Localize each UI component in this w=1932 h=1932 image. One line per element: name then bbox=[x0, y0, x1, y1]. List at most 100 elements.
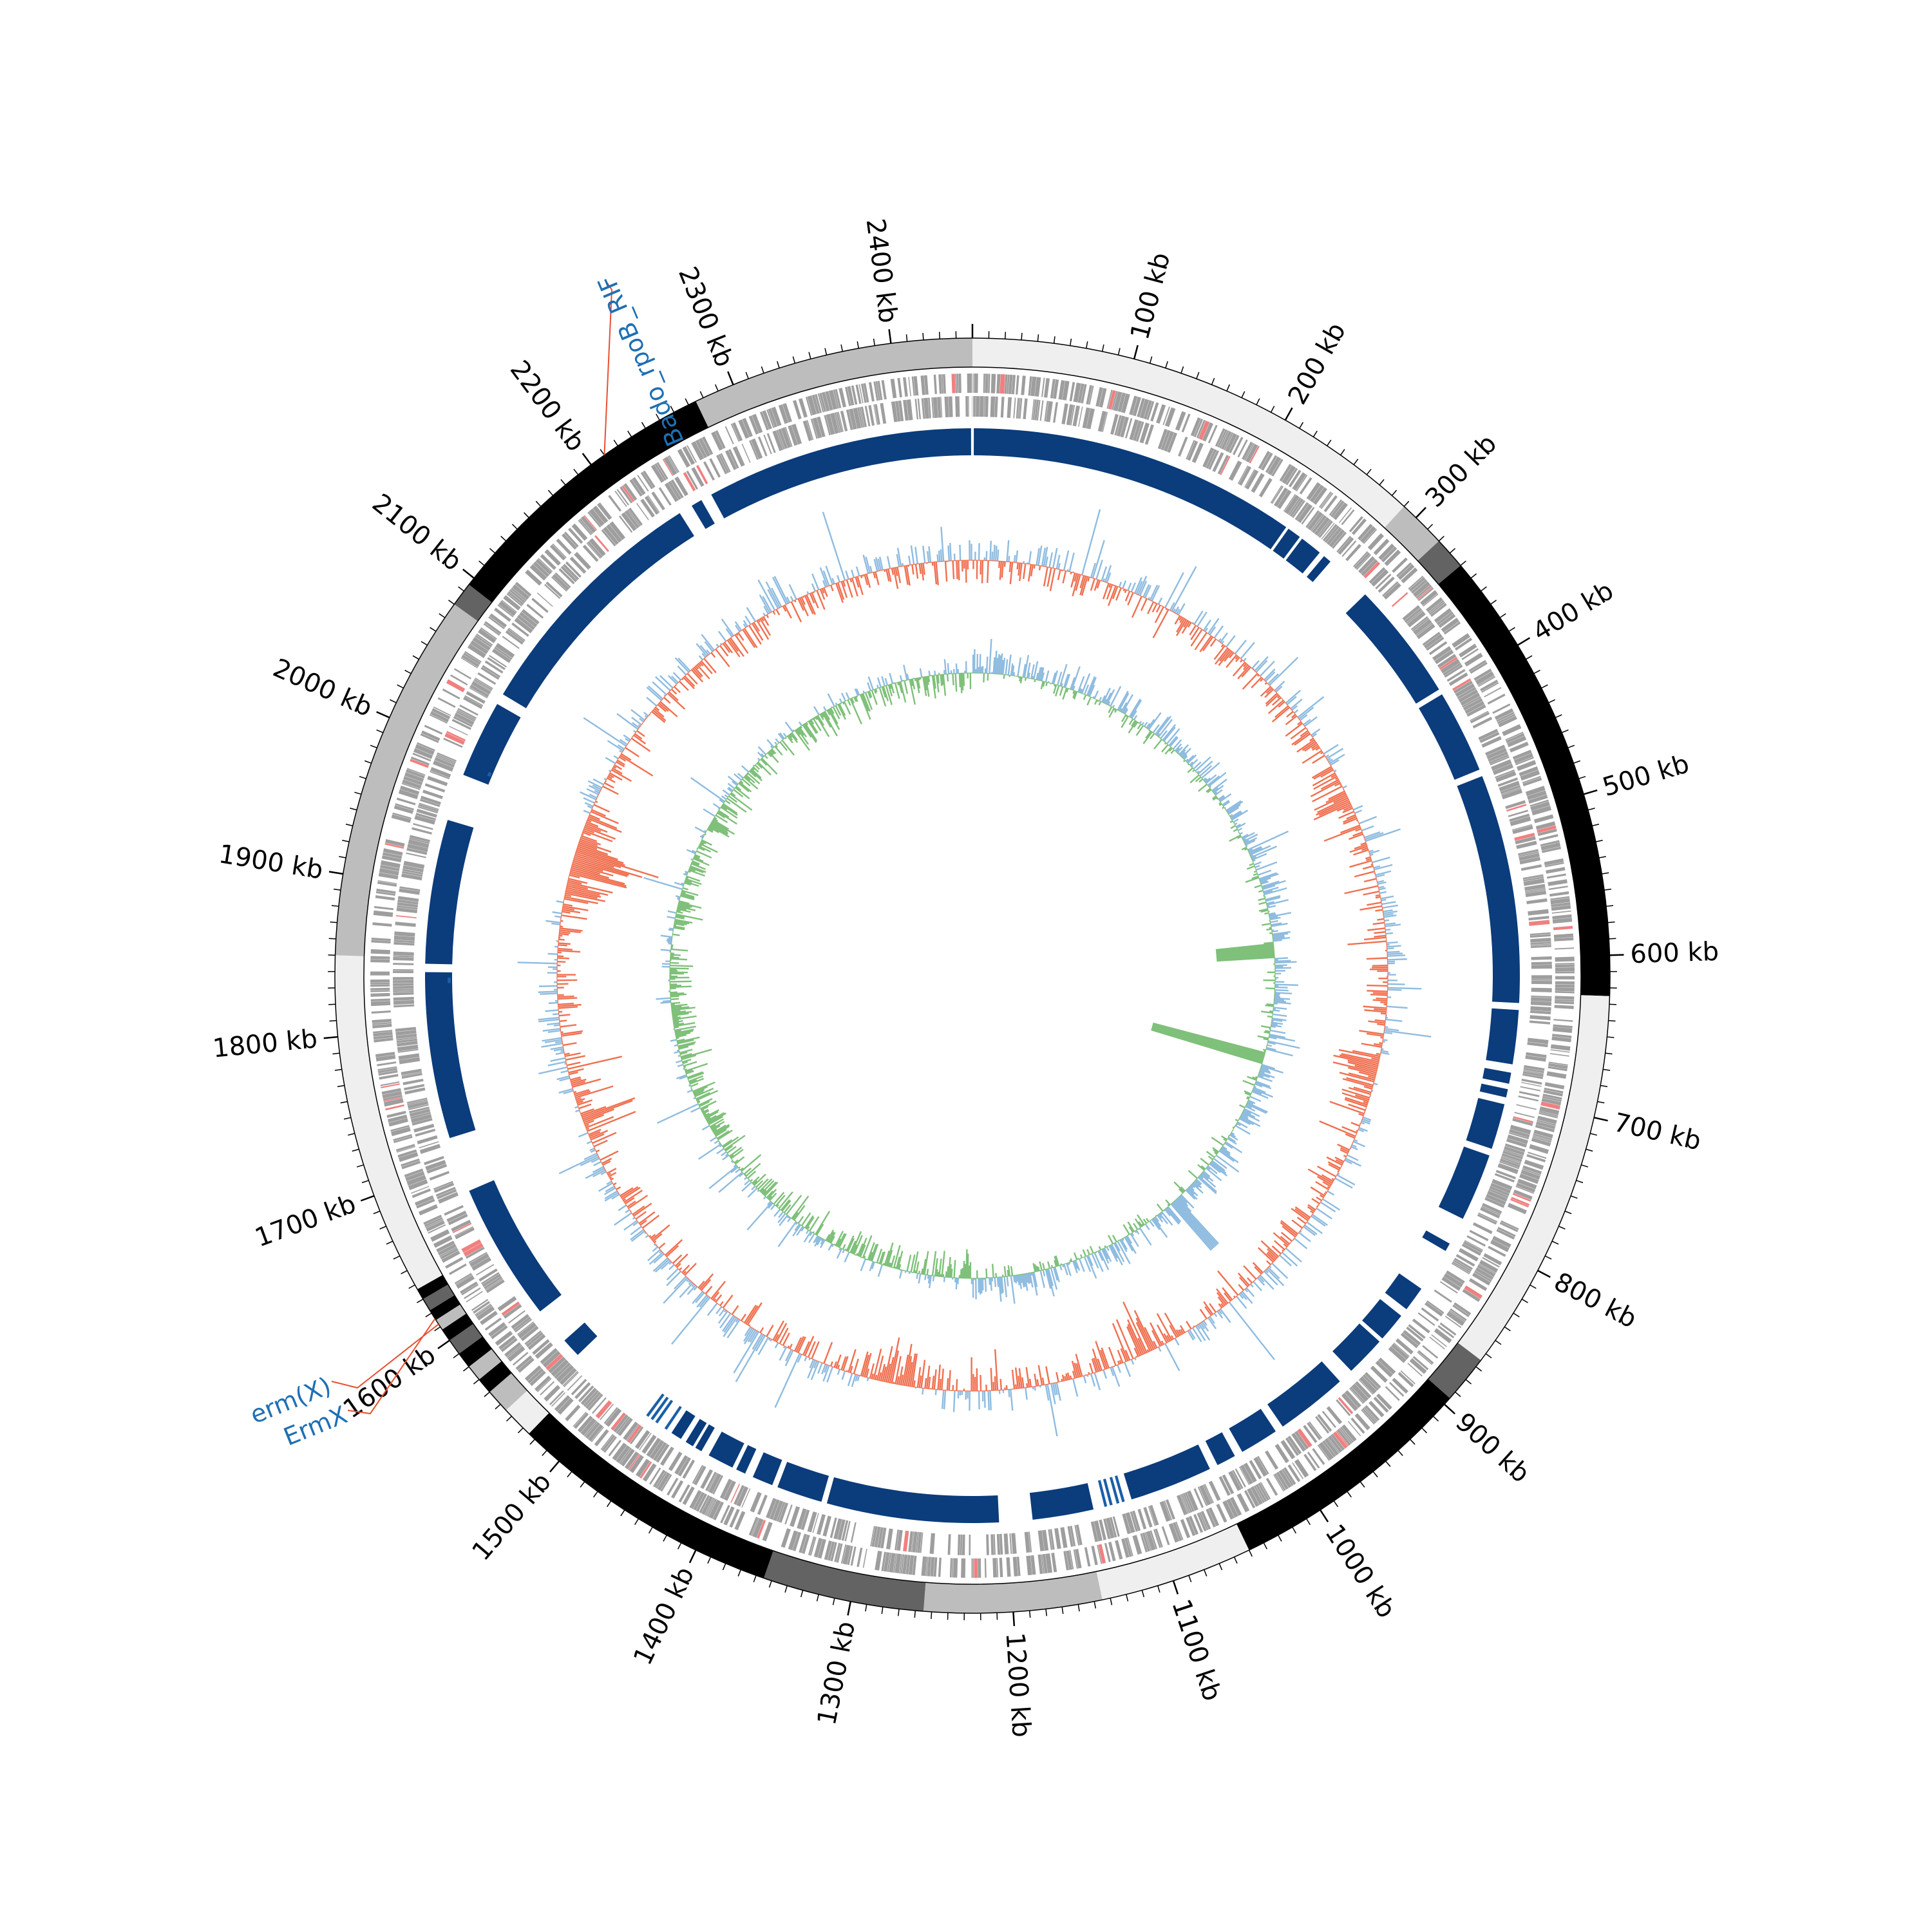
gene-feature bbox=[682, 1459, 696, 1479]
gc-skew-bar bbox=[953, 1260, 956, 1278]
gc-content-bar bbox=[1036, 547, 1040, 565]
gc-content-bar bbox=[905, 1356, 913, 1387]
gc-content-bar bbox=[1164, 1312, 1179, 1337]
gene-feature bbox=[1497, 777, 1519, 787]
gc-content-bar bbox=[1346, 1077, 1374, 1086]
gene-feature bbox=[1546, 873, 1566, 879]
gene-feature bbox=[708, 1499, 721, 1519]
gc-content-bar bbox=[1259, 1274, 1274, 1290]
gene-feature bbox=[1329, 499, 1343, 516]
minor-tick bbox=[1086, 341, 1088, 349]
gc-content-bar bbox=[613, 755, 619, 760]
gene-feature bbox=[1412, 581, 1431, 598]
gene-feature bbox=[895, 1530, 900, 1551]
gc-content-bar bbox=[558, 1014, 571, 1017]
gene-feature bbox=[433, 1235, 453, 1248]
gc-skew-bar bbox=[686, 875, 701, 882]
gc-content-bar bbox=[1312, 755, 1325, 764]
gene-feature bbox=[1523, 1068, 1544, 1074]
gene-feature bbox=[734, 1511, 746, 1531]
gc-skew-bar bbox=[703, 1110, 710, 1115]
gc-content-bar bbox=[1054, 1382, 1058, 1396]
gc-skew-bar bbox=[1239, 1116, 1255, 1126]
gc-content-bar bbox=[1347, 1066, 1376, 1075]
minor-tick bbox=[421, 641, 428, 646]
gene-feature bbox=[837, 1519, 846, 1540]
gc-skew-bar bbox=[1273, 1009, 1280, 1012]
gene-feature bbox=[1375, 1360, 1393, 1378]
gene-feature bbox=[1034, 399, 1039, 421]
gc-content-bar bbox=[1358, 1071, 1376, 1077]
gc-content-bar bbox=[1037, 545, 1043, 566]
gene-feature bbox=[1358, 556, 1376, 574]
minor-tick bbox=[613, 439, 618, 446]
gc-skew-bar bbox=[1273, 1013, 1287, 1017]
gene-feature bbox=[379, 1074, 399, 1080]
gene-feature bbox=[614, 490, 627, 507]
gene-feature bbox=[393, 989, 414, 991]
gc-content-bar bbox=[1360, 842, 1367, 846]
gc-content-bar bbox=[714, 1298, 717, 1302]
gc-content-bar bbox=[938, 550, 941, 562]
gene-feature bbox=[1502, 724, 1522, 737]
gc-content-bar bbox=[875, 557, 880, 571]
gc-content-bar bbox=[580, 1156, 600, 1166]
gene-feature bbox=[469, 687, 488, 699]
gene-feature bbox=[381, 1083, 400, 1088]
gc-skew-bar bbox=[949, 1264, 952, 1278]
gene-feature bbox=[371, 1010, 391, 1014]
minor-tick bbox=[1609, 938, 1616, 940]
gc-content-bar bbox=[650, 1233, 656, 1239]
gc-skew-bar bbox=[1159, 1213, 1168, 1225]
gene-feature bbox=[1318, 1442, 1334, 1461]
gc-skew-bar bbox=[1244, 839, 1249, 844]
gc-content-bar bbox=[1309, 737, 1314, 742]
gene-feature bbox=[1531, 1137, 1551, 1147]
gc-skew-bar bbox=[941, 1251, 945, 1277]
gc-content-bar bbox=[1199, 635, 1212, 652]
gc-content-bar bbox=[808, 1341, 816, 1358]
gc-skew-bar bbox=[1192, 1182, 1204, 1194]
major-tick bbox=[437, 1340, 450, 1350]
gc-skew-bar bbox=[1039, 1261, 1043, 1271]
gc-skew-bar bbox=[1177, 1197, 1192, 1213]
gene-feature bbox=[408, 1179, 428, 1190]
gc-content-bar bbox=[1318, 800, 1350, 817]
gc-skew-bar bbox=[878, 687, 887, 707]
gene-feature bbox=[741, 1488, 751, 1508]
gc-content-bar bbox=[1171, 566, 1197, 612]
gc-skew-bar bbox=[1271, 1023, 1278, 1026]
gene-feature bbox=[1324, 1438, 1339, 1456]
gene-feature bbox=[1358, 524, 1373, 541]
gc-content-bar bbox=[1282, 1251, 1298, 1267]
gc-content-bar bbox=[1028, 1378, 1032, 1387]
gene-feature bbox=[1373, 1396, 1389, 1413]
alignment-block bbox=[1438, 1146, 1490, 1219]
gene-feature bbox=[853, 408, 862, 429]
gc-skew-bar bbox=[1218, 796, 1226, 801]
gc-content-bar bbox=[1264, 688, 1274, 698]
gc-content-bar bbox=[830, 585, 834, 592]
tick-label: 1900 kb bbox=[216, 839, 325, 885]
gc-skew-bar bbox=[1074, 1260, 1078, 1269]
gc-skew-bar bbox=[1274, 961, 1297, 964]
gene-feature bbox=[531, 598, 549, 613]
gene-feature bbox=[1510, 1124, 1531, 1135]
gene-feature bbox=[526, 603, 544, 619]
gc-content-bar bbox=[1238, 1293, 1244, 1300]
gene-feature bbox=[695, 439, 707, 459]
gc-skew-bar bbox=[699, 835, 704, 838]
gc-content-bar bbox=[1387, 954, 1405, 957]
gene-feature bbox=[517, 1358, 535, 1373]
minor-tick bbox=[347, 1133, 355, 1136]
gc-skew-bar bbox=[728, 786, 734, 791]
gene-feature bbox=[587, 511, 601, 528]
gc-skew-bar bbox=[677, 1064, 684, 1068]
alignment-block-fragment bbox=[487, 772, 492, 777]
gc-content-bar bbox=[591, 1157, 600, 1163]
gc-skew-bar bbox=[1166, 1207, 1180, 1224]
gc-skew-bar bbox=[729, 1146, 743, 1157]
gene-feature bbox=[1450, 1308, 1467, 1321]
gc-content-bar bbox=[811, 1341, 820, 1359]
gene-feature bbox=[1385, 1386, 1400, 1401]
